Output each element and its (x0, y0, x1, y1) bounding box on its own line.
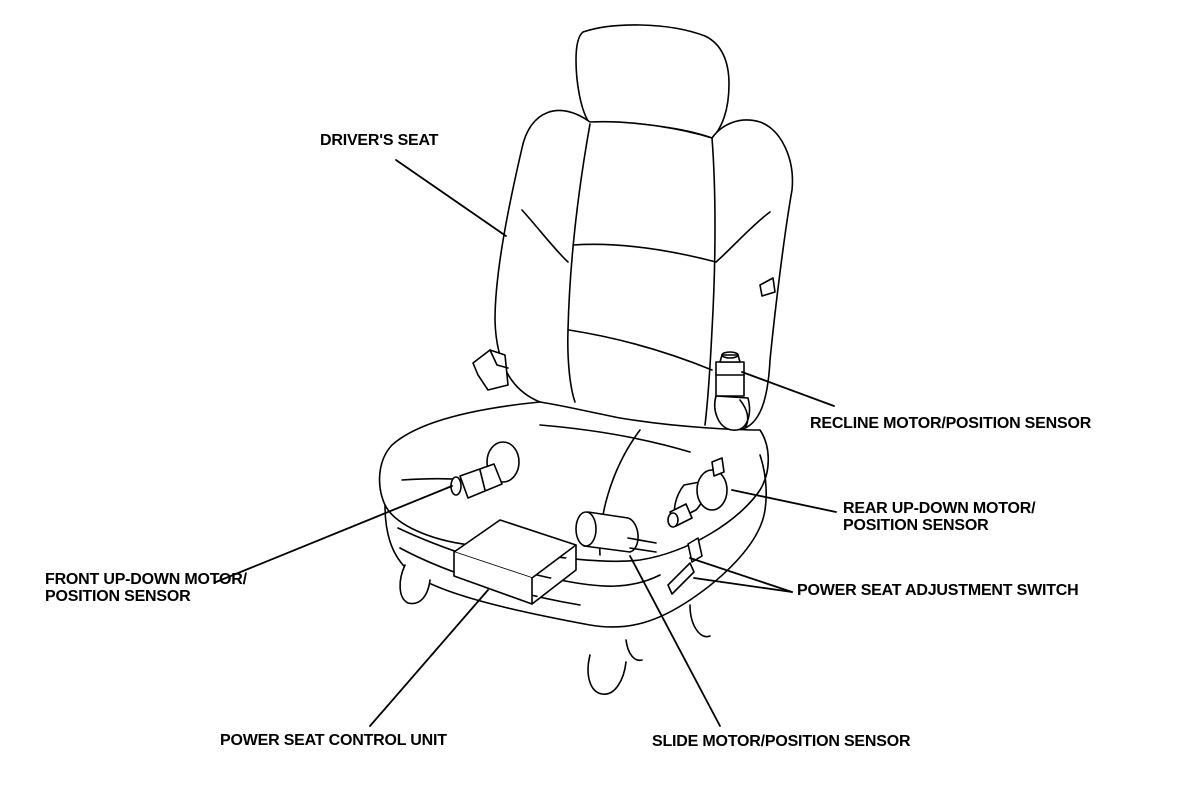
adjustment-switch-drawing (667, 537, 703, 595)
drivers-seat-label-text: DRIVER'S SEAT (320, 132, 439, 149)
adjustment-switch-label: POWER SEAT ADJUSTMENT SWITCH (797, 582, 1079, 599)
recline-motor-label-text: RECLINE MOTOR/POSITION SENSOR (810, 415, 1092, 432)
slide-motor-label-text: SLIDE MOTOR/POSITION SENSOR (652, 733, 911, 750)
drivers-seat-label: DRIVER'S SEAT (320, 132, 438, 149)
slide-motor-drawing (575, 511, 657, 553)
recline-motor-label: RECLINE MOTOR/POSITION SENSOR (810, 415, 1091, 432)
rear-updown-motor-label: REAR UP-DOWN MOTOR/ POSITION SENSOR (843, 500, 1036, 534)
front-updown-label-line1: FRONT UP-DOWN MOTOR/ (45, 571, 247, 588)
seat-back (472, 109, 794, 431)
front-updown-motor-drawing (450, 441, 520, 499)
slide-motor-label: SLIDE MOTOR/POSITION SENSOR (652, 733, 911, 750)
rear-updown-label-line1: REAR UP-DOWN MOTOR/ (843, 500, 1036, 517)
front-updown-label-line2: POSITION SENSOR (45, 588, 191, 605)
control-unit-drawing (453, 519, 577, 605)
recline-motor-drawing (714, 351, 751, 431)
adjustment-switch-label-text: POWER SEAT ADJUSTMENT SWITCH (797, 582, 1079, 599)
rear-updown-motor-drawing (667, 457, 728, 528)
control-unit-label: POWER SEAT CONTROL UNIT (220, 732, 447, 749)
rear-updown-label-line2: POSITION SENSOR (843, 517, 989, 534)
seat-cushion (378, 401, 770, 628)
leader-lines (215, 159, 837, 727)
control-unit-label-text: POWER SEAT CONTROL UNIT (220, 732, 447, 749)
front-updown-motor-label: FRONT UP-DOWN MOTOR/ POSITION SENSOR (45, 571, 247, 605)
seat-feet (399, 564, 711, 695)
